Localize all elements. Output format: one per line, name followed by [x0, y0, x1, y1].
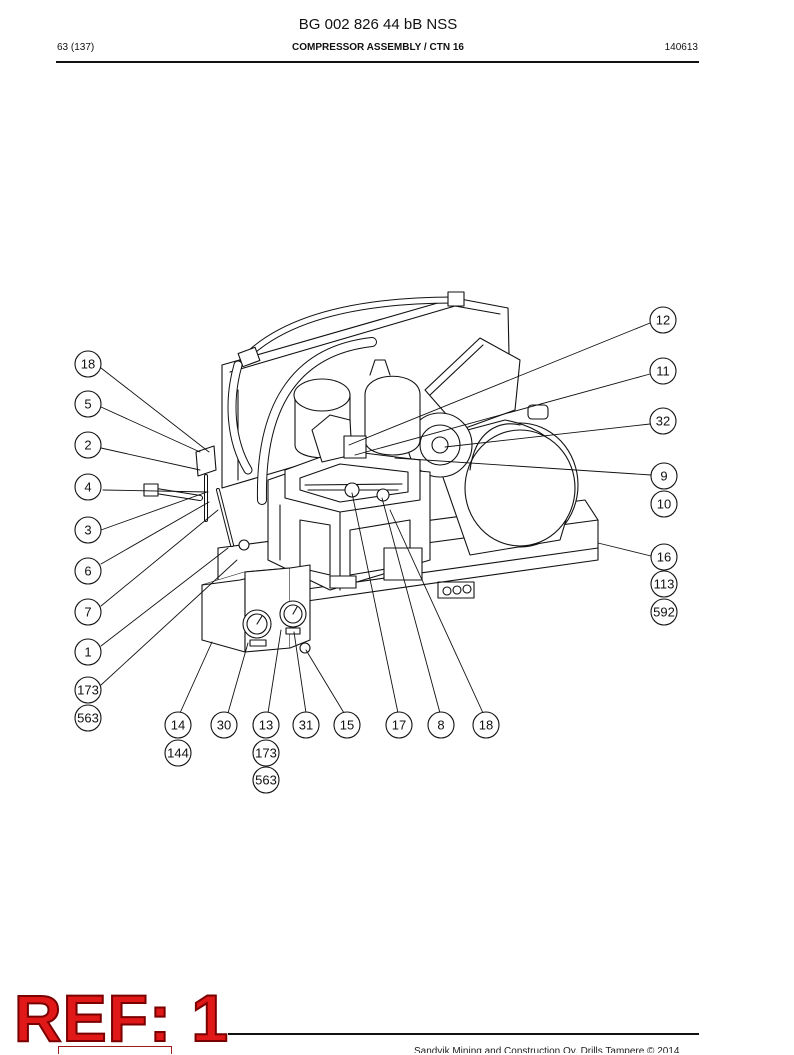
callout-16: 16	[650, 543, 678, 571]
callout-13: 13	[252, 711, 280, 739]
callout-563-left: 563	[74, 704, 102, 732]
callout-8: 8	[427, 711, 455, 739]
section-title: COMPRESSOR ASSEMBLY / CTN 16	[292, 42, 464, 53]
svg-text:173: 173	[77, 683, 99, 698]
revision-date: 140613	[664, 42, 698, 53]
callout-18-bottom: 18	[472, 711, 500, 739]
callouts: 18 5 2 4 3 6 7 1 173 563 14 144 30 13 17…	[74, 306, 678, 794]
callout-31: 31	[292, 711, 320, 739]
svg-text:14: 14	[171, 718, 185, 733]
svg-text:113: 113	[654, 577, 675, 592]
callout-592: 592	[650, 598, 678, 626]
svg-text:144: 144	[167, 746, 189, 761]
svg-text:15: 15	[340, 718, 354, 733]
svg-text:31: 31	[299, 718, 313, 733]
callout-2: 2	[74, 431, 102, 459]
sandvik-logo-icon	[58, 1046, 172, 1054]
machine-illustration	[143, 291, 599, 654]
callout-6: 6	[74, 557, 102, 585]
svg-text:9: 9	[660, 469, 667, 484]
svg-text:18: 18	[479, 718, 493, 733]
callout-17: 17	[385, 711, 413, 739]
callout-5: 5	[74, 390, 102, 418]
ref-stamp: REF: 1	[13, 981, 230, 1055]
svg-text:4: 4	[84, 480, 91, 495]
footer-copyright: Sandvik Mining and Construction Oy, Dril…	[414, 1046, 680, 1053]
callout-11: 11	[649, 357, 677, 385]
callout-9: 9	[650, 462, 678, 490]
callout-18: 18	[74, 350, 102, 378]
callout-173-left: 173	[74, 676, 102, 704]
footer-rule	[228, 1033, 699, 1035]
page-number: 63 (137)	[57, 42, 95, 53]
callout-7: 7	[74, 598, 102, 626]
svg-text:5: 5	[84, 397, 91, 412]
svg-text:563: 563	[77, 711, 99, 726]
leader-lines	[100, 322, 652, 714]
svg-text:13: 13	[259, 718, 273, 733]
svg-text:592: 592	[653, 605, 675, 620]
callout-113: 113	[650, 570, 678, 598]
callout-144: 144	[164, 739, 192, 767]
callout-173-bottom: 173	[252, 739, 280, 767]
callout-10: 10	[650, 490, 678, 518]
callout-15: 15	[333, 711, 361, 739]
svg-text:17: 17	[392, 718, 406, 733]
svg-text:1: 1	[84, 645, 91, 660]
svg-text:8: 8	[437, 718, 444, 733]
svg-text:11: 11	[656, 364, 670, 379]
svg-text:18: 18	[81, 357, 95, 372]
header-rule	[56, 61, 699, 63]
callout-3: 3	[74, 516, 102, 544]
svg-text:3: 3	[84, 523, 91, 538]
callout-4: 4	[74, 473, 102, 501]
svg-text:10: 10	[657, 497, 671, 512]
svg-text:563: 563	[255, 773, 277, 788]
svg-text:2: 2	[84, 438, 91, 453]
svg-text:16: 16	[657, 550, 671, 565]
callout-14: 14	[164, 711, 192, 739]
callout-563-bottom: 563	[252, 766, 280, 794]
callout-12: 12	[649, 306, 677, 334]
svg-text:30: 30	[217, 718, 231, 733]
svg-text:173: 173	[255, 746, 277, 761]
callout-32: 32	[649, 407, 677, 435]
callout-1: 1	[74, 638, 102, 666]
callout-30: 30	[210, 711, 238, 739]
svg-text:32: 32	[656, 414, 670, 429]
svg-text:12: 12	[656, 313, 670, 328]
svg-text:7: 7	[84, 605, 91, 620]
document-title: BG 002 826 44 bB NSS	[298, 16, 458, 33]
svg-text:6: 6	[84, 564, 91, 579]
